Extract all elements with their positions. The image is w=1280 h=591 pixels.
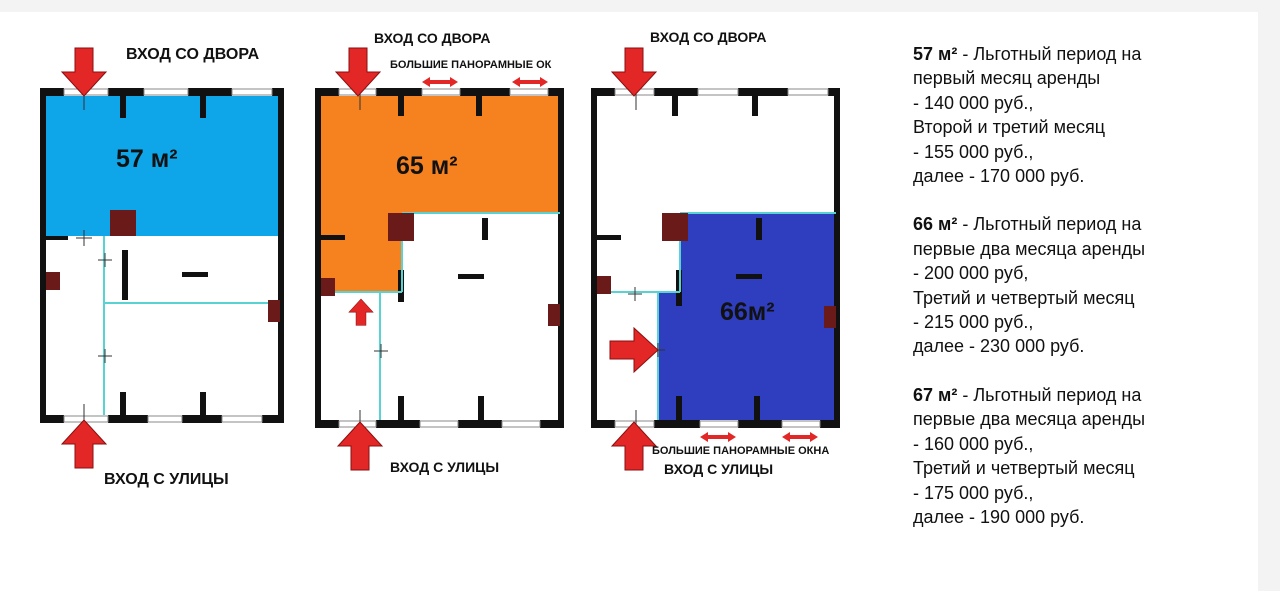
offer-57: 57 м² - Льготный период на первый месяц … bbox=[913, 42, 1253, 188]
plan-1-walls bbox=[40, 88, 284, 423]
offer-67: 67 м² - Льготный период на первые два ме… bbox=[913, 383, 1253, 529]
plan-1-bottom-arrow-icon bbox=[61, 419, 107, 469]
offer-heading: 67 м² - Льготный период на bbox=[913, 383, 1253, 407]
offer-heading-text: - Льготный период на bbox=[957, 214, 1142, 235]
plan-2: 65 м² ВХОД СО ДВОРА БОЛЬШИЕ ПАНОРАМНЫЕ О… bbox=[315, 30, 564, 475]
plan-3-windows-note: БОЛЬШИЕ ПАНОРАМНЫЕ ОКНА bbox=[652, 445, 829, 457]
plan-2-highlight bbox=[321, 96, 560, 292]
offer-area: 67 м² bbox=[913, 384, 958, 405]
canvas: 57 м² ВХОД СО ДВОРА ВХОД С УЛИЦЫ bbox=[0, 12, 1258, 591]
offer-area: 57 м² bbox=[913, 44, 958, 64]
plan-1: 57 м² ВХОД СО ДВОРА ВХОД С УЛИЦЫ bbox=[40, 46, 284, 488]
plan-1-area-label: 57 м² bbox=[116, 145, 178, 173]
offer-line: - 155 000 руб., bbox=[913, 141, 1034, 162]
plan-1-columns bbox=[46, 210, 280, 322]
offer-heading-text: - Льготный период на bbox=[957, 384, 1142, 405]
plan-2-columns bbox=[321, 213, 560, 326]
plan-3-top-entrance-label: ВХОД СО ДВОРА bbox=[650, 29, 767, 45]
offer-line: первые два месяца аренды bbox=[913, 238, 1146, 259]
offer-line: - 200 000 руб, bbox=[913, 263, 1029, 284]
plan-2-bottom-arrow-icon bbox=[337, 421, 383, 471]
offer-line: Третий и четвертый месяц bbox=[913, 458, 1135, 479]
plan-3-area-label: 66м² bbox=[720, 298, 775, 326]
pricing-list: 57 м² - Льготный период на первый месяц … bbox=[913, 42, 1253, 553]
plan-2-window-arrows bbox=[422, 77, 548, 87]
offer-heading-text: - Льготный период на bbox=[957, 44, 1142, 64]
offer-line: - 160 000 руб., bbox=[913, 433, 1034, 454]
offer-heading: 57 м² - Льготный период на bbox=[913, 42, 1253, 66]
offer-line: далее - 190 000 руб. bbox=[913, 506, 1085, 527]
plan-1-highlight bbox=[44, 96, 280, 236]
offer-line: - 140 000 руб., bbox=[913, 92, 1034, 113]
offer-line: первый месяц аренды bbox=[913, 68, 1101, 89]
plan-3-bottom-arrow-icon bbox=[611, 421, 657, 471]
offer-line: - 175 000 руб., bbox=[913, 482, 1034, 503]
offer-line: далее - 230 000 руб. bbox=[913, 336, 1085, 357]
plan-2-windows-note: БОЛЬШИЕ ПАНОРАМНЫЕ ОК bbox=[390, 59, 552, 71]
plan-1-bottom-entrance-label: ВХОД С УЛИЦЫ bbox=[104, 471, 229, 488]
plan-2-area-label: 65 м² bbox=[396, 152, 458, 180]
plan-1-top-entrance-label: ВХОД СО ДВОРА bbox=[126, 46, 260, 63]
offer-area: 66 м² bbox=[913, 214, 958, 235]
plan-3-highlight bbox=[658, 213, 836, 420]
plan-3: 66м² ВХОД СО ДВОРА БОЛЬШИЕ ПАНОРАМНЫЕ ОК… bbox=[591, 29, 840, 477]
plan-3-window-arrows bbox=[700, 432, 818, 442]
plan-2-inner-arrow-icon bbox=[348, 298, 374, 326]
plan-1-partitions bbox=[103, 236, 280, 415]
plan-2-bottom-entrance-label: ВХОД С УЛИЦЫ bbox=[390, 459, 499, 475]
offer-66: 66 м² - Льготный период на первые два ме… bbox=[913, 212, 1253, 358]
offer-line: Третий и четвертый месяц bbox=[913, 287, 1135, 308]
offer-line: далее - 170 000 руб. bbox=[913, 166, 1085, 187]
offer-line: - 215 000 руб., bbox=[913, 312, 1034, 333]
plan-3-inner-arrow-icon bbox=[609, 327, 659, 373]
plan-3-bottom-entrance-label: ВХОД С УЛИЦЫ bbox=[664, 461, 773, 477]
floor-plans: 57 м² ВХОД СО ДВОРА ВХОД С УЛИЦЫ bbox=[40, 29, 840, 488]
plan-2-top-entrance-label: ВХОД СО ДВОРА bbox=[374, 30, 491, 46]
offer-heading: 66 м² - Льготный период на bbox=[913, 212, 1253, 236]
plan-3-columns bbox=[597, 213, 836, 328]
plan-2-walls bbox=[315, 88, 564, 428]
offer-line: первые два месяца аренды bbox=[913, 409, 1146, 430]
offer-line: Второй и третий месяц bbox=[913, 117, 1106, 138]
